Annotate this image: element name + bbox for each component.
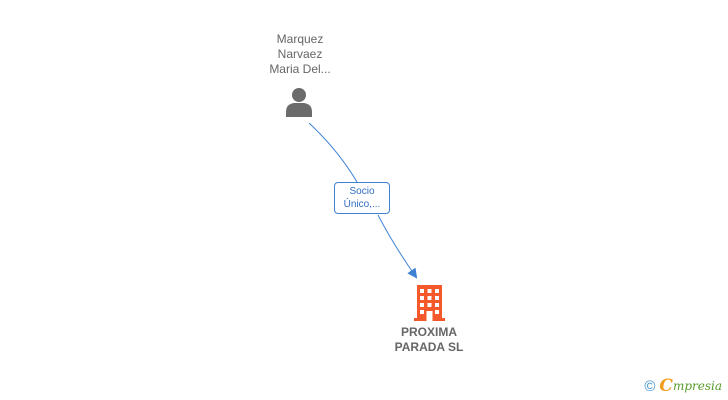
person-name-line-3: Maria Del... [269, 62, 331, 76]
company-name-line-2: PARADA SL [394, 340, 464, 354]
relation-label[interactable]: Socio Único,... [334, 182, 390, 214]
relation-label-line-1: Socio [349, 186, 375, 197]
building-icon[interactable] [414, 285, 445, 321]
edge-relation-to-company [377, 214, 418, 279]
brand-logo-initial: C [659, 375, 673, 396]
edge-person-to-relation [308, 122, 358, 183]
company-name[interactable]: PROXIMA PARADA SL [370, 325, 488, 355]
footer-brand[interactable]: © C mpresia [644, 376, 722, 396]
person-name[interactable]: Marquez Narvaez Maria Del... [240, 32, 360, 77]
person-name-line-2: Narvaez [277, 47, 323, 61]
copyright-icon: © [644, 377, 656, 395]
person-name-line-1: Marquez [276, 32, 324, 46]
company-name-line-1: PROXIMA [400, 325, 457, 339]
brand-logo-text: mpresia [672, 379, 722, 393]
person-icon[interactable] [284, 87, 314, 117]
relation-label-line-2: Único,... [343, 199, 381, 210]
